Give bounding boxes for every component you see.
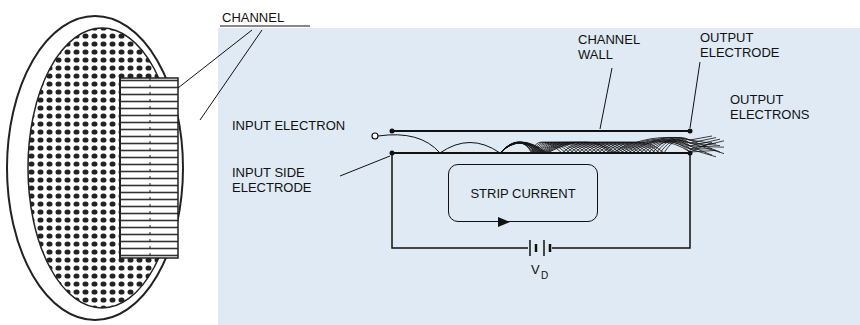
current-loop-box: STRIP CURRENT	[448, 164, 598, 222]
callout-label: INPUT SIDE ELECTRODE	[232, 165, 342, 195]
box-label: STRIP CURRENT	[470, 186, 575, 201]
callout-label: OUTPUT ELECTRONS	[730, 92, 820, 122]
callout-label: CHANNEL	[222, 10, 322, 25]
callout-label: OUTPUT ELECTRODE	[700, 30, 800, 60]
voltage-subscript: D	[541, 270, 561, 282]
callout-label: CHANNEL WALL	[578, 32, 658, 62]
electron-path	[500, 141, 716, 157]
callout-label: INPUT ELECTRON	[232, 118, 372, 133]
